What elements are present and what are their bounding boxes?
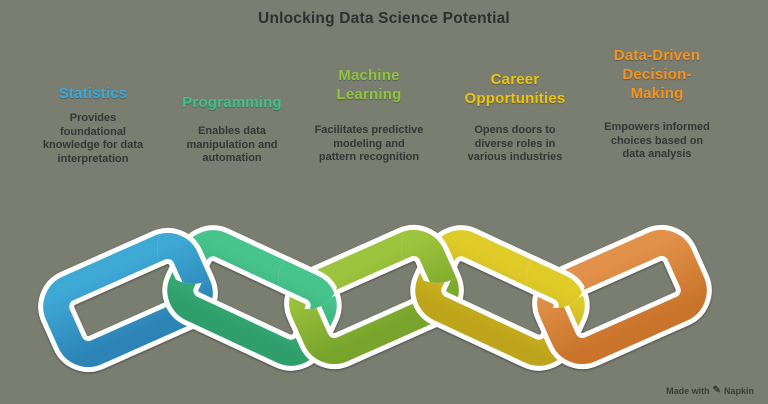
pillar-data-driven-decision-making: Data-Driven Decision- Making Empowers in… <box>582 46 732 162</box>
watermark-brand: Napkin <box>723 386 754 396</box>
pillar-heading-career-opportunities: Career Opportunities <box>464 71 566 107</box>
pillar-heading-statistics: Statistics <box>58 85 128 102</box>
pillar-heading-data-driven-decision-making: Data-Driven Decision- Making <box>613 47 701 102</box>
pillar-machine-learning: Machine Learning Facilitates predictive … <box>294 66 444 165</box>
page-title: Unlocking Data Science Potential <box>258 10 510 27</box>
pillar-description-career-opportunities: Opens doors to diverse roles in various … <box>467 124 563 163</box>
pen-icon: ✎ <box>712 385 721 396</box>
pillar-programming: Programming Enables data manipulation an… <box>157 93 307 166</box>
pillar-heading-programming: Programming <box>182 94 282 111</box>
pillar-description-statistics: Provides foundational knowledge for data… <box>42 112 144 165</box>
chain-link-data-driven-decision-making <box>532 224 712 370</box>
watermark-prefix: Made with <box>666 386 710 396</box>
pillar-description-programming: Enables data manipulation and automation <box>186 125 278 164</box>
napkin-watermark: Made with ✎ Napkin <box>666 385 754 397</box>
pillar-description-data-driven-decision-making: Empowers informed choices based on data … <box>604 121 710 160</box>
pillar-heading-machine-learning: Machine Learning <box>336 67 402 103</box>
pillar-statistics: Statistics Provides foundational knowled… <box>18 84 168 166</box>
pillar-description-machine-learning: Facilitates predictive modeling and patt… <box>314 124 424 163</box>
pillar-career-opportunities: Career Opportunities Opens doors to dive… <box>440 70 590 165</box>
chain-links-graphic <box>38 200 712 373</box>
